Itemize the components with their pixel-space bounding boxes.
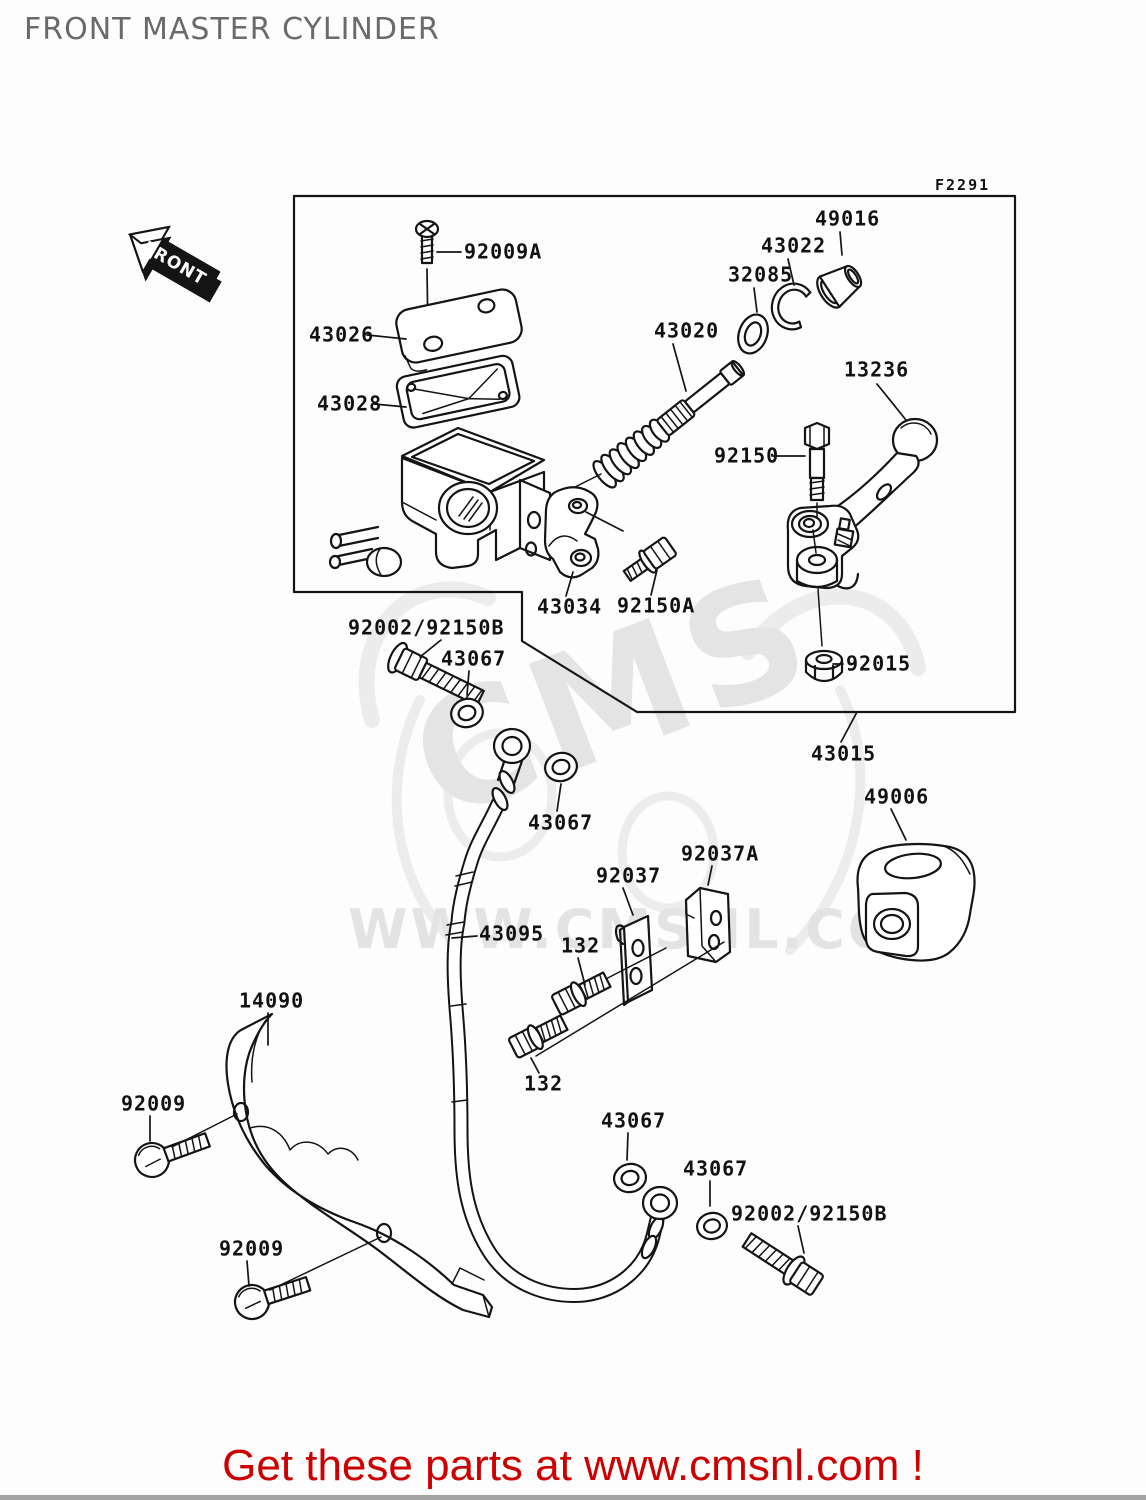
part-label-43022: 43022	[761, 233, 827, 258]
clamp-43034-drawing	[543, 486, 600, 579]
brake-hose-drawing	[445, 727, 679, 1303]
clamp-bolt-leader	[585, 511, 624, 532]
part-label-43067-top: 43067	[441, 646, 507, 671]
leader-lines	[149, 231, 907, 1287]
part-label-92002-92150b-lower: 92002/92150B	[731, 1201, 888, 1226]
clamp-bolt-line	[599, 947, 667, 983]
master-cylinder-body-drawing	[328, 426, 552, 578]
bolt-132-lower-drawing	[508, 1014, 569, 1059]
pivot-axis-line	[812, 502, 823, 647]
part-label-92150: 92150	[714, 443, 780, 468]
bolt-92009-lower-drawing	[233, 1276, 312, 1321]
part-label-43067-mid: 43067	[528, 810, 594, 835]
footer-promo-text: Get these parts at www.cmsnl.com !	[222, 1441, 924, 1490]
part-label-92009-lower: 92009	[219, 1236, 285, 1261]
washer-43067-mid-drawing	[544, 751, 578, 783]
part-label-92037: 92037	[596, 863, 662, 888]
pivot-nut-92015-drawing	[804, 649, 844, 683]
banjo-bolt-lower-drawing	[741, 1232, 824, 1296]
washer-32085-drawing	[737, 313, 769, 355]
pivot-bolt-92150-drawing	[803, 421, 831, 502]
part-label-43067-low1: 43067	[601, 1108, 667, 1133]
front-direction-arrow: FRONT	[127, 225, 222, 303]
part-label-43028: 43028	[317, 391, 383, 416]
part-label-92037a: 92037A	[681, 841, 760, 866]
washer-43067-low2-drawing	[695, 1211, 729, 1241]
bolt-92009-upper-drawing	[133, 1132, 211, 1179]
part-label-43020: 43020	[654, 318, 720, 343]
part-label-92009a: 92009A	[464, 239, 543, 264]
page-title: FRONT MASTER CYLINDER	[24, 12, 440, 47]
holder-49006-drawing	[856, 842, 976, 962]
part-label-43015: 43015	[811, 741, 877, 766]
guard-14090-drawing	[225, 1012, 494, 1319]
reservoir-cap-drawing	[395, 288, 523, 372]
fiche-code: F2291	[935, 176, 991, 194]
bolt-132-upper-drawing	[551, 971, 612, 1016]
part-label-13236: 13236	[844, 357, 910, 382]
part-label-32085: 32085	[728, 262, 794, 287]
clamp-92037a-drawing	[684, 886, 732, 964]
part-label-132-lower: 132	[524, 1071, 564, 1096]
bull-mascot-watermark	[358, 581, 926, 955]
clamp-assembly-line	[535, 941, 725, 1057]
part-label-43095: 43095	[479, 921, 545, 946]
part-label-92002-92150b-top: 92002/92150B	[348, 615, 505, 640]
part-label-92009-upper: 92009	[121, 1091, 187, 1116]
bolt-to-hole-line-1	[171, 1113, 238, 1148]
washer-43067-low1-drawing	[612, 1162, 648, 1194]
part-label-49016: 49016	[815, 206, 881, 231]
part-label-92015: 92015	[846, 651, 912, 676]
bottom-edge-strip	[0, 1495, 1146, 1500]
brake-lever-drawing	[786, 417, 939, 590]
piston-assembly-drawing	[592, 359, 746, 489]
circlip-43022-drawing	[770, 282, 812, 331]
dust-boot-49016-drawing	[816, 264, 863, 309]
part-label-43026: 43026	[309, 322, 375, 347]
bolt-to-hole-line-2	[269, 1236, 382, 1291]
part-label-132-upper: 132	[561, 933, 601, 958]
part-label-49006: 49006	[864, 784, 930, 809]
cap-screw-92009a-drawing	[414, 219, 440, 265]
clamp-92037-drawing	[614, 914, 654, 1007]
part-label-43067-low2: 43067	[683, 1156, 749, 1181]
part-label-43034: 43034	[537, 594, 603, 619]
part-label-92150a: 92150A	[617, 593, 696, 618]
cap-gasket-drawing	[395, 354, 521, 429]
assembly-box-outline	[292, 194, 1017, 714]
part-label-14090: 14090	[239, 988, 305, 1013]
washer-43067-top-drawing	[450, 697, 484, 729]
clamp-bolt-92150a-drawing	[622, 536, 677, 582]
